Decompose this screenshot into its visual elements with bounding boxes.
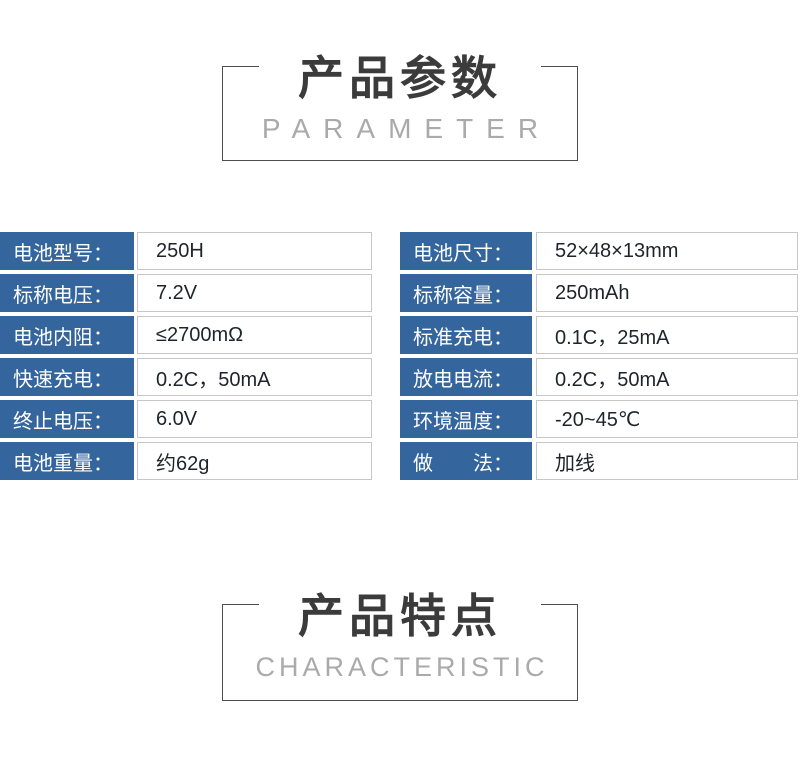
spec-row-battery-weight: 电池重量： 约62g: [0, 442, 372, 480]
spec-value: -20~45℃: [536, 400, 798, 438]
spec-value: 7.2V: [137, 274, 372, 312]
spec-row-make-method: 做 法： 加线: [400, 442, 798, 480]
spec-label: 做 法：: [400, 442, 532, 480]
characteristic-title-cn: 产品特点: [298, 590, 502, 642]
spec-table-left-column: 电池型号： 250H 标称电压： 7.2V 电池内阻： ≤2700mΩ 快速充电…: [0, 232, 372, 480]
spec-row-battery-model: 电池型号： 250H: [0, 232, 372, 270]
spec-label: 电池内阻：: [0, 316, 134, 354]
spec-row-battery-size: 电池尺寸： 52×48×13mm: [400, 232, 798, 270]
spec-label: 环境温度：: [400, 400, 532, 438]
parameter-section-header: 产品参数 PARAMETER: [222, 52, 578, 161]
spec-label: 电池型号：: [0, 232, 134, 270]
spec-value: 加线: [536, 442, 798, 480]
spec-value: 52×48×13mm: [536, 232, 798, 270]
spec-row-nominal-capacity: 标称容量： 250mAh: [400, 274, 798, 312]
spec-label: 电池尺寸：: [400, 232, 532, 270]
spec-label: 标称电压：: [0, 274, 134, 312]
parameter-title-cn: 产品参数: [298, 52, 502, 104]
spec-value: 0.2C，50mA: [137, 358, 372, 396]
spec-value: 0.2C，50mA: [536, 358, 798, 396]
characteristic-section-header: 产品特点 CHARACTERISTIC: [222, 590, 578, 701]
spec-value: 0.1C，25mA: [536, 316, 798, 354]
spec-row-nominal-voltage: 标称电压： 7.2V: [0, 274, 372, 312]
parameter-title-en: PARAMETER: [261, 113, 552, 144]
spec-label: 电池重量：: [0, 442, 134, 480]
spec-value: ≤2700mΩ: [137, 316, 372, 354]
spec-label: 快速充电：: [0, 358, 134, 396]
spec-label: 标准充电：: [400, 316, 532, 354]
spec-row-discharge-current: 放电电流： 0.2C，50mA: [400, 358, 798, 396]
spec-label: 标称容量：: [400, 274, 532, 312]
spec-row-fast-charge: 快速充电： 0.2C，50mA: [0, 358, 372, 396]
spec-label: 终止电压：: [0, 400, 134, 438]
spec-table: 电池型号： 250H 标称电压： 7.2V 电池内阻： ≤2700mΩ 快速充电…: [0, 232, 800, 480]
spec-value: 250mAh: [536, 274, 798, 312]
spec-value: 约62g: [137, 442, 372, 480]
spec-value: 6.0V: [137, 400, 372, 438]
spec-table-right-column: 电池尺寸： 52×48×13mm 标称容量： 250mAh 标准充电： 0.1C…: [400, 232, 798, 480]
spec-row-internal-resistance: 电池内阻： ≤2700mΩ: [0, 316, 372, 354]
spec-row-ambient-temperature: 环境温度： -20~45℃: [400, 400, 798, 438]
spec-value: 250H: [137, 232, 372, 270]
spec-row-standard-charge: 标准充电： 0.1C，25mA: [400, 316, 798, 354]
spec-row-cutoff-voltage: 终止电压： 6.0V: [0, 400, 372, 438]
spec-label: 放电电流：: [400, 358, 532, 396]
characteristic-title-en: CHARACTERISTIC: [255, 652, 549, 682]
